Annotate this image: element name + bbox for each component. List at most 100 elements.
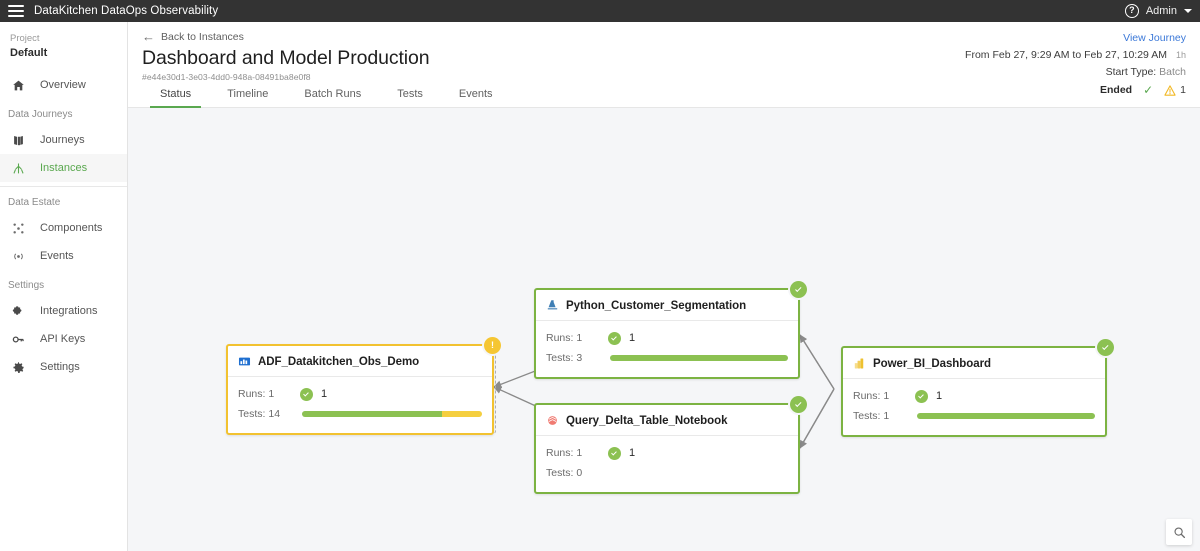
date-range-label: From Feb 27, 9:29 AM to Feb 27, 10:29 AM (965, 49, 1167, 61)
tab-status[interactable]: Status (142, 88, 209, 108)
tests-progress-bar (917, 412, 1095, 420)
warning-glyph: ! (491, 340, 494, 350)
sidebar-section-settings: Settings (8, 280, 45, 291)
admin-menu-label[interactable]: Admin (1145, 5, 1177, 17)
zoom-control-button[interactable] (1166, 519, 1192, 545)
node-body: Runs: 1 1 Tests: 3 (536, 321, 798, 377)
sidebar-item-label: Overview (40, 79, 86, 91)
graph-node-powerbi[interactable]: Power_BI_Dashboard Runs: 1 1 Tests: 1 (841, 339, 1114, 437)
app-brand-title: DataKitchen DataOps Observability (34, 5, 219, 17)
sidebar-section-data-journeys: Data Journeys (8, 109, 73, 120)
node-header: Power_BI_Dashboard (843, 348, 1105, 379)
book-icon (10, 132, 27, 149)
puzzle-icon (10, 303, 27, 320)
node-runs-row: Runs: 1 1 (546, 328, 788, 348)
node-title: Power_BI_Dashboard (873, 357, 991, 370)
node-tests-row: Tests: 0 (546, 463, 788, 483)
node-body: Runs: 1 1 Tests: 14 (228, 377, 492, 433)
node-title: ADF_Datakitchen_Obs_Demo (258, 355, 420, 368)
runs-count: 1 (936, 390, 943, 402)
sidebar-item-label: Integrations (40, 305, 98, 317)
instance-id: #e44e30d1-3e03-4dd0-948a-08491ba8e0f8 (142, 72, 311, 82)
components-icon (10, 220, 27, 237)
graph-canvas[interactable]: ! ADF_Datakitchen_Obs_Demo Runs: (128, 108, 1200, 551)
sidebar-item-instances[interactable]: Instances (0, 154, 127, 182)
tests-bar-warning (442, 410, 482, 418)
sidebar-item-events[interactable]: Events (0, 242, 127, 270)
runs-label: Runs: 1 (546, 332, 583, 344)
sidebar-section-data-estate: Data Estate (8, 197, 61, 208)
hamburger-icon[interactable] (8, 5, 24, 17)
date-range-row: From Feb 27, 9:29 AM to Feb 27, 10:29 AM… (965, 46, 1186, 64)
status-row: Ended ✓ 1 (965, 81, 1186, 99)
tab-events[interactable]: Events (458, 88, 493, 100)
project-value: Default (10, 47, 48, 59)
node-runs-row: Runs: 1 1 (238, 384, 482, 404)
sidebar-item-integrations[interactable]: Integrations (0, 297, 127, 325)
runs-success-icon (300, 387, 313, 401)
runs-label: Runs: 1 (546, 447, 583, 459)
runs-count: 1 (321, 388, 328, 400)
project-label: Project (10, 33, 40, 44)
start-type-label: Start Type: (1105, 66, 1157, 78)
tests-bar-passed (917, 412, 1095, 420)
sidebar-item-overview[interactable]: Overview (0, 71, 127, 99)
tests-bar-passed (610, 354, 788, 362)
sidebar-item-settings[interactable]: Settings (0, 353, 127, 381)
arrow-left-icon: ← (142, 29, 155, 44)
node-header: ADF_Datakitchen_Obs_Demo (228, 346, 492, 377)
sidebar-item-components[interactable]: Components (0, 214, 127, 242)
node-status-badge-warning[interactable]: ! (484, 337, 501, 354)
tests-label: Tests: 14 (238, 408, 281, 420)
node-status-badge-success[interactable] (1097, 339, 1114, 356)
sidebar-item-label: Settings (40, 361, 80, 373)
start-type-row: Start Type: Batch (965, 64, 1186, 80)
databricks-icon (546, 414, 559, 427)
node-status-badge-success[interactable] (790, 396, 807, 413)
tests-progress-bar (302, 410, 482, 418)
check-icon: ✓ (1143, 83, 1154, 97)
sidebar-item-label: Instances (40, 162, 88, 174)
project-selector[interactable]: Project Default (0, 28, 127, 71)
help-icon[interactable]: ? (1124, 4, 1139, 18)
duration-label: 1h (1175, 50, 1186, 60)
tests-label: Tests: 1 (853, 410, 890, 422)
graph-node-adf[interactable]: ! ADF_Datakitchen_Obs_Demo Runs: (226, 337, 501, 435)
graph-node-query-delta[interactable]: Query_Delta_Table_Notebook Runs: 1 1 Tes… (534, 396, 807, 494)
page-header: ← Back to Instances Dashboard and Model … (128, 22, 1200, 108)
node-tests-row: Tests: 3 (546, 348, 788, 368)
node-title: Python_Customer_Segmentation (566, 299, 747, 312)
chevron-down-icon[interactable] (1184, 9, 1192, 13)
top-bar-right: ? Admin (1124, 4, 1200, 18)
sidebar-item-label: Components (40, 222, 103, 234)
graph-node-python[interactable]: Python_Customer_Segmentation Runs: 1 1 T… (534, 281, 807, 379)
node-header: Python_Customer_Segmentation (536, 290, 798, 321)
runs-label: Runs: 1 (853, 390, 890, 402)
view-journey-link[interactable]: View Journey (1123, 32, 1186, 44)
status-badge: Ended (1100, 84, 1133, 96)
tests-label: Tests: 0 (546, 467, 583, 479)
tab-tests[interactable]: Tests (397, 88, 423, 100)
start-type-value: Batch (1159, 66, 1186, 78)
runs-label: Runs: 1 (238, 388, 275, 400)
tests-bar-passed (302, 410, 443, 418)
node-status-badge-success[interactable] (790, 281, 807, 298)
warning-count[interactable]: 1 (1164, 81, 1186, 99)
warning-triangle-icon (1164, 84, 1176, 96)
node-runs-row: Runs: 1 1 (853, 386, 1095, 406)
tab-timeline[interactable]: Timeline (227, 88, 269, 100)
sidebar-divider (0, 186, 127, 187)
back-to-instances-link[interactable]: ← Back to Instances (128, 22, 244, 43)
sidebar-item-api-keys[interactable]: API Keys (0, 325, 127, 353)
node-title: Query_Delta_Table_Notebook (566, 414, 728, 427)
tab-batch-runs[interactable]: Batch Runs (304, 88, 362, 100)
header-meta: View Journey From Feb 27, 9:29 AM to Feb… (965, 30, 1186, 99)
node-body: Runs: 1 1 Tests: 1 (843, 379, 1105, 435)
back-link-label: Back to Instances (161, 31, 244, 43)
sidebar-item-journeys[interactable]: Journeys (0, 126, 127, 154)
node-header: Query_Delta_Table_Notebook (536, 405, 798, 436)
sidebar-item-label: Events (40, 250, 74, 262)
azure-data-factory-icon (238, 355, 251, 368)
powerbi-icon (853, 357, 866, 370)
